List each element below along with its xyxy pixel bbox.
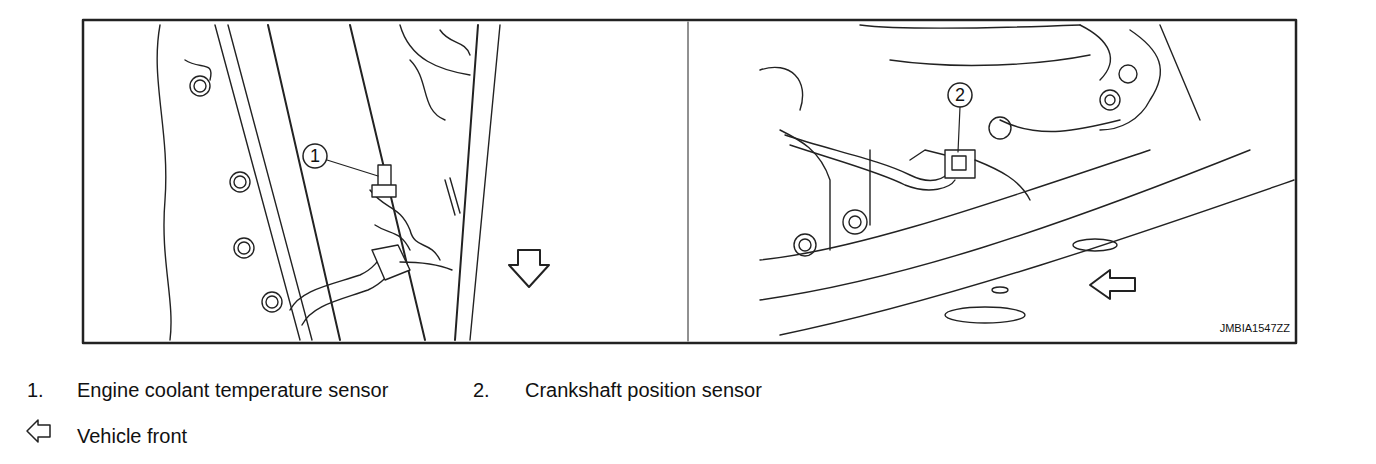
part-name: Engine coolant temperature sensor	[77, 379, 388, 402]
item-number: 1.	[27, 379, 44, 402]
legend-text: Vehicle front	[77, 425, 187, 448]
part-name: Crankshaft position sensor	[525, 379, 762, 402]
callout-number: 2	[955, 85, 965, 106]
figure-code: JMBIA1547ZZ	[1220, 322, 1290, 335]
front-arrow-symbol	[27, 420, 50, 442]
item-number: 2.	[473, 379, 490, 402]
callout-number: 1	[310, 146, 320, 167]
